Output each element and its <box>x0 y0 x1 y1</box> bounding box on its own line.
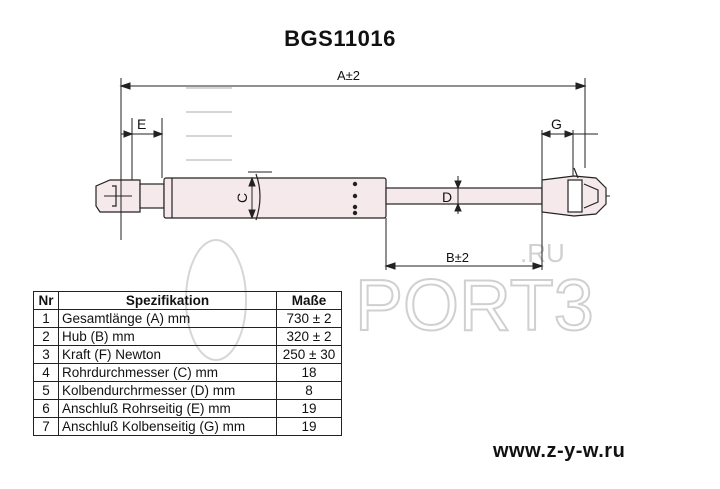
row-spec: Hub (B) mm <box>58 327 277 346</box>
table-row: 6 Anschluß Rohrseitig (E) mm 19 <box>33 399 342 418</box>
row-nr: 3 <box>33 345 59 364</box>
row-spec: Gesamtlänge (A) mm <box>58 309 277 328</box>
row-spec: Kolbendurchrmesser (D) mm <box>58 381 277 400</box>
dimension-lines <box>119 78 598 270</box>
row-value: 250 ± 30 <box>276 345 342 364</box>
row-value: 19 <box>276 399 342 418</box>
row-nr: 4 <box>33 363 59 382</box>
row-nr: 7 <box>33 417 59 436</box>
row-value: 8 <box>276 381 342 400</box>
dim-label-a: A±2 <box>337 68 360 83</box>
row-spec: Anschluß Rohrseitig (E) mm <box>58 399 277 418</box>
part-number-title: BGS11016 <box>284 26 396 51</box>
dim-label-g: G <box>551 116 562 132</box>
row-spec: Anschluß Kolbenseitig (G) mm <box>58 417 277 436</box>
website-url: www.z-y-w.ru <box>493 440 626 462</box>
row-value: 730 ± 2 <box>276 309 342 328</box>
cylinder-tube <box>163 173 387 221</box>
table-row: 3 Kraft (F) Newton 250 ± 30 <box>33 345 342 364</box>
table-header-row: Nr Spezifikation Maße <box>33 291 342 310</box>
row-value: 19 <box>276 417 342 436</box>
table-row: 2 Hub (B) mm 320 ± 2 <box>33 327 342 346</box>
right-end-fitting <box>541 167 607 217</box>
table-row: 1 Gesamtlänge (A) mm 730 ± 2 <box>33 309 342 328</box>
watermark-text: PORT3 <box>355 266 594 346</box>
row-nr: 6 <box>33 399 59 418</box>
row-nr: 1 <box>33 309 59 328</box>
dim-label-d: D <box>442 189 452 205</box>
row-spec: Kraft (F) Newton <box>58 345 277 364</box>
dim-label-c: C <box>234 193 250 203</box>
row-nr: 2 <box>33 327 59 346</box>
table-row: 4 Rohrdurchmesser (C) mm 18 <box>33 363 342 382</box>
table-row: 7 Anschluß Kolbenseitig (G) mm 19 <box>33 417 342 436</box>
dim-label-b: B±2 <box>446 250 469 265</box>
left-end-fitting <box>95 179 165 213</box>
row-value: 320 ± 2 <box>276 327 342 346</box>
dim-label-e: E <box>137 116 146 132</box>
table-row: 5 Kolbendurchrmesser (D) mm 8 <box>33 381 342 400</box>
row-nr: 5 <box>33 381 59 400</box>
specification-table: Nr Spezifikation Maße 1 Gesamtlänge (A) … <box>33 291 342 436</box>
row-value: 18 <box>276 363 342 382</box>
header-spezifikation: Spezifikation <box>58 291 277 310</box>
header-nr: Nr <box>33 291 59 310</box>
header-masse: Maße <box>276 291 342 310</box>
piston-rod <box>385 187 543 205</box>
row-spec: Rohrdurchmesser (C) mm <box>58 363 277 382</box>
